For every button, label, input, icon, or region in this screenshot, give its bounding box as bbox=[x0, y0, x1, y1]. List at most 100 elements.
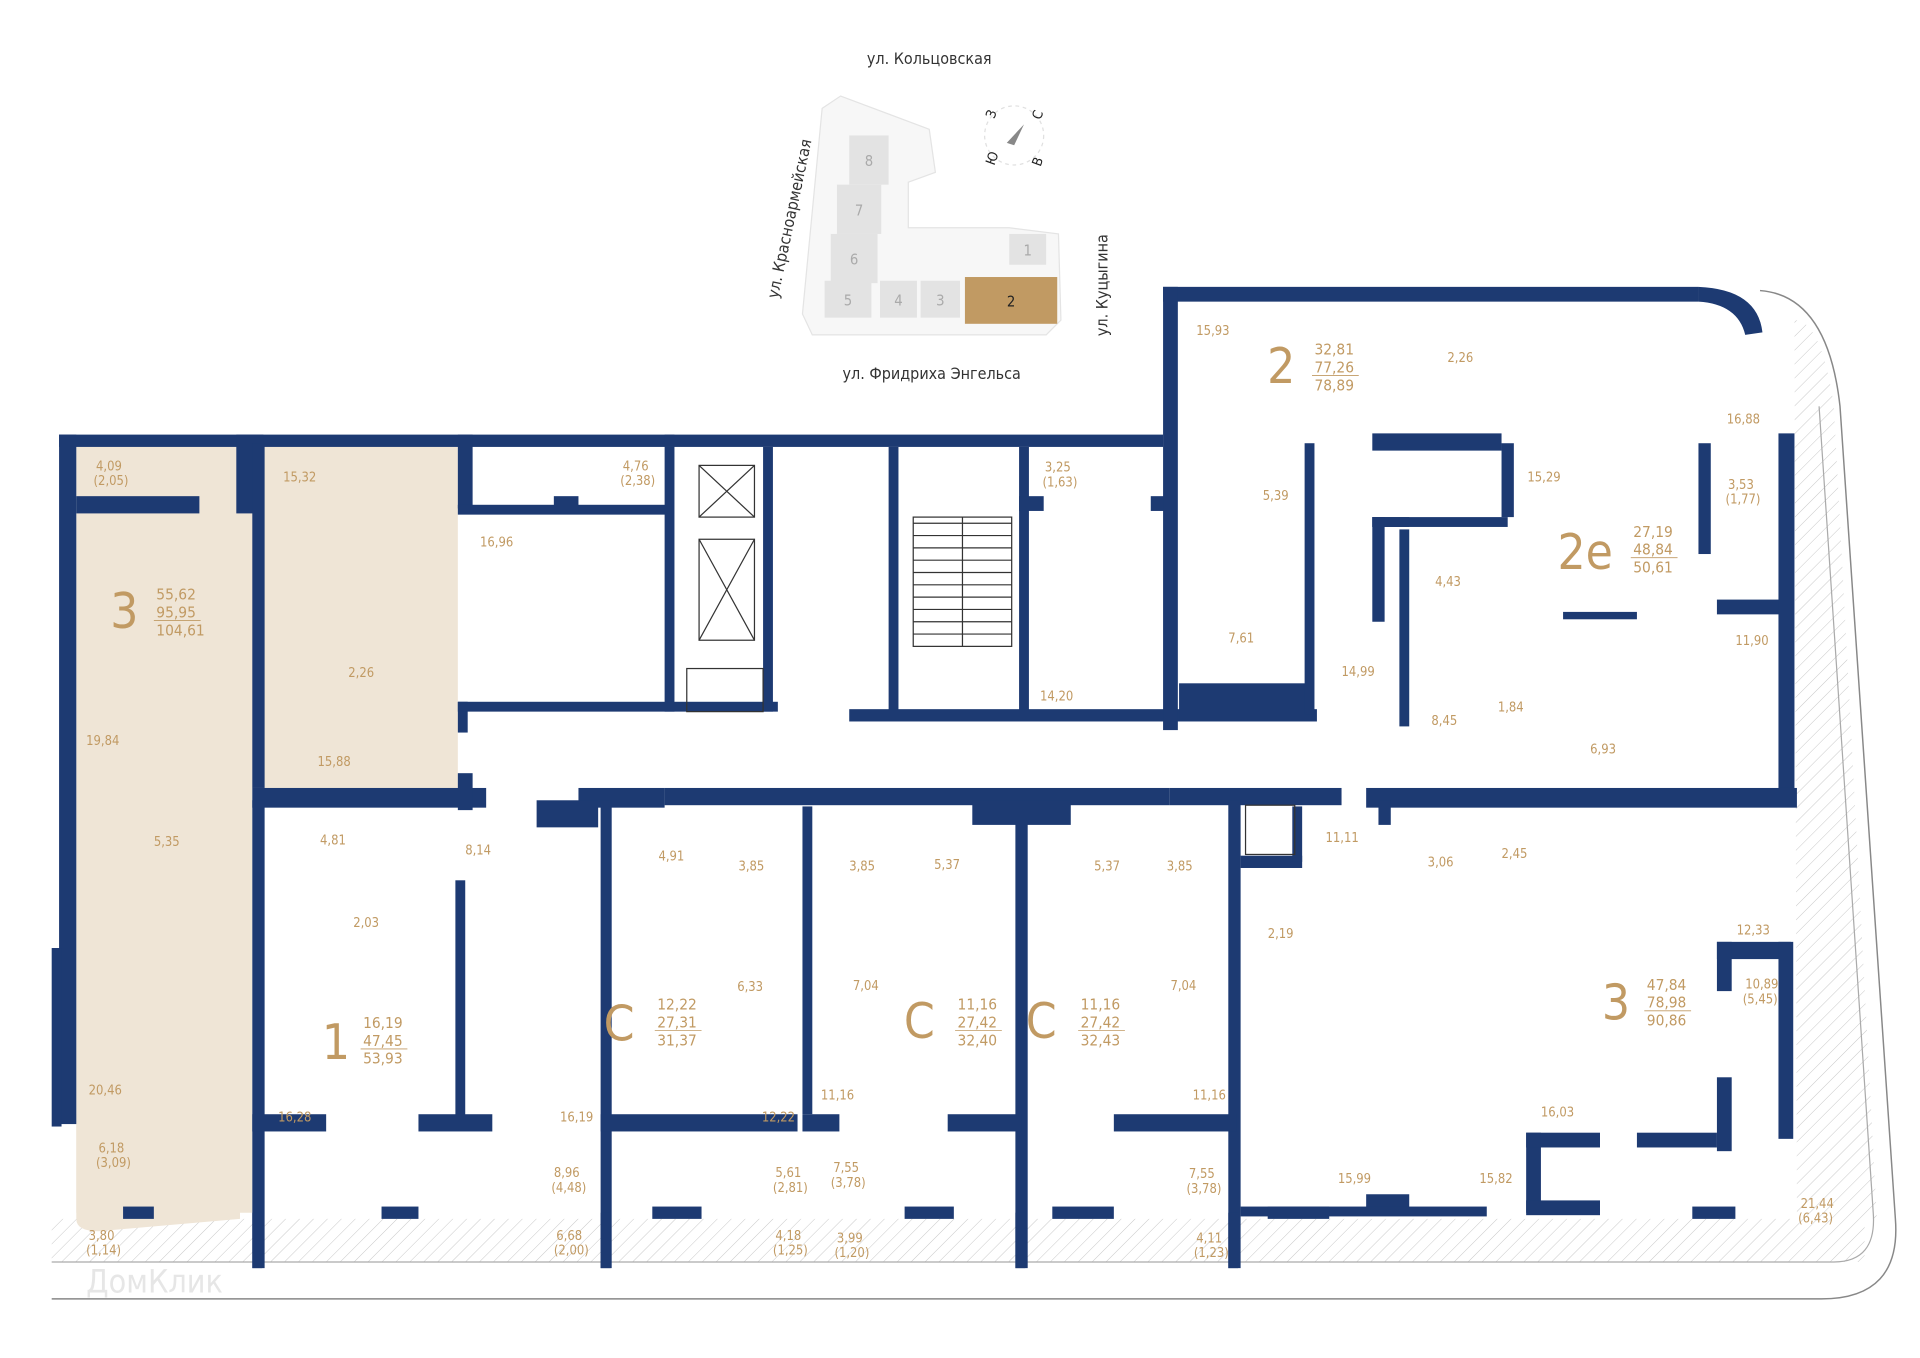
room-area: 11,16 bbox=[821, 1088, 854, 1103]
wall bbox=[600, 1212, 611, 1269]
wall bbox=[1163, 286, 1699, 302]
wall bbox=[1267, 1206, 1330, 1219]
wall bbox=[888, 446, 899, 712]
room-area-label: 21,44(6,43) bbox=[1798, 1197, 1834, 1227]
room-area-label: 12,33 bbox=[1737, 923, 1770, 938]
apartment-total: 47,45 bbox=[363, 1032, 403, 1050]
room-area: 15,99 bbox=[1338, 1172, 1371, 1187]
room-area-label: 3,85 bbox=[1167, 859, 1193, 874]
wall bbox=[652, 1206, 702, 1219]
room-area: 8,14 bbox=[465, 843, 491, 858]
room-area: 2,26 bbox=[1447, 351, 1473, 366]
room-area-label: 5,35 bbox=[154, 835, 180, 850]
wall bbox=[1372, 517, 1410, 527]
wall bbox=[536, 800, 599, 828]
room-area: 16,88 bbox=[1727, 413, 1760, 428]
wall bbox=[664, 787, 1170, 806]
room-area: 15,93 bbox=[1196, 324, 1229, 339]
wall bbox=[1240, 855, 1303, 868]
room-area-label: 3,99(1,20) bbox=[834, 1231, 869, 1261]
room-area-label: 4,81 bbox=[320, 834, 346, 849]
site-building-number: 5 bbox=[844, 292, 852, 309]
watermark: ДомКлик bbox=[86, 1263, 223, 1301]
room-area: 20,46 bbox=[89, 1084, 122, 1099]
room-area: 4,09 bbox=[96, 459, 122, 474]
wall bbox=[1698, 286, 1763, 335]
site-building-number: 1 bbox=[1023, 242, 1031, 259]
site-building-number: 7 bbox=[855, 202, 863, 219]
room-area-label: 14,20 bbox=[1040, 690, 1073, 705]
site-building-number: 3 bbox=[936, 292, 944, 309]
street-south-label: ул. Фридриха Энгельса bbox=[843, 364, 1021, 383]
room-area-label: 11,90 bbox=[1735, 634, 1768, 649]
room-area: 1,84 bbox=[1498, 701, 1524, 716]
compass-icon: З С Ю В bbox=[983, 105, 1047, 169]
room-area-label: 2,03 bbox=[353, 916, 379, 931]
site-building bbox=[880, 280, 917, 318]
room-area-label: 12,22 bbox=[762, 1111, 795, 1126]
apartment-total-with-balcony: 32,40 bbox=[958, 1031, 998, 1049]
wall bbox=[600, 1114, 798, 1132]
room-area-label: 4,43 bbox=[1435, 575, 1461, 590]
room-area: 7,04 bbox=[1170, 979, 1196, 994]
room-area: 8,45 bbox=[1431, 714, 1457, 729]
compass-west: З bbox=[983, 108, 1001, 121]
wall bbox=[1015, 806, 1028, 1269]
room-area-label: 16,88 bbox=[1727, 413, 1760, 428]
room-area: 10,89 bbox=[1745, 978, 1778, 993]
wall bbox=[252, 1114, 327, 1132]
room-area: 16,19 bbox=[560, 1111, 593, 1126]
wall bbox=[457, 701, 778, 712]
site-building bbox=[849, 135, 889, 185]
room-area: 5,37 bbox=[1094, 859, 1120, 874]
site-building-number: 2 bbox=[1007, 294, 1015, 311]
room-area-reduced: (1,25) bbox=[773, 1244, 808, 1259]
apartment-living: 27,19 bbox=[1633, 523, 1673, 541]
room-area-label: 4,76(2,38) bbox=[620, 459, 655, 489]
wall bbox=[1304, 443, 1315, 715]
room-area: 11,16 bbox=[1193, 1088, 1226, 1103]
room-area: 3,85 bbox=[849, 859, 875, 874]
room-area-label: 2,26 bbox=[1447, 351, 1473, 366]
room-area-label: 5,39 bbox=[1263, 489, 1289, 504]
room-area-label: 11,11 bbox=[1326, 831, 1359, 846]
room-area: 3,53 bbox=[1728, 478, 1754, 493]
wall bbox=[51, 948, 62, 1127]
apartment-rooms: 3 bbox=[110, 582, 138, 640]
wall bbox=[457, 434, 473, 509]
wall bbox=[600, 800, 612, 1269]
room-area-label: 1,84 bbox=[1498, 701, 1524, 716]
wall bbox=[76, 496, 200, 514]
room-area: 6,18 bbox=[98, 1141, 124, 1156]
apartment-total-with-balcony: 53,93 bbox=[363, 1050, 403, 1068]
room-area-reduced: (3,78) bbox=[1186, 1182, 1221, 1197]
wall bbox=[763, 446, 773, 712]
room-area-label: 20,46 bbox=[89, 1084, 122, 1099]
room-area-label: 3,06 bbox=[1428, 856, 1454, 871]
apartment-total: 27,42 bbox=[958, 1013, 998, 1031]
street-north-label: ул. Кольцовская bbox=[867, 49, 992, 68]
wall bbox=[1716, 1077, 1732, 1152]
room-area-label: 6,18(3,09) bbox=[96, 1141, 131, 1171]
wall bbox=[123, 1206, 154, 1219]
room-area-label: 4,18(1,25) bbox=[773, 1229, 808, 1259]
room-area: 7,55 bbox=[833, 1161, 859, 1176]
stairwell bbox=[686, 464, 1296, 856]
room-area: 8,96 bbox=[554, 1166, 580, 1181]
wall bbox=[1692, 1206, 1736, 1219]
room-area: 15,88 bbox=[318, 755, 351, 770]
room-area-label: 11,16 bbox=[821, 1088, 854, 1103]
room-area-label: 7,55(3,78) bbox=[831, 1161, 866, 1191]
room-area: 7,55 bbox=[1189, 1167, 1215, 1182]
room-area-label: 7,55(3,78) bbox=[1186, 1167, 1221, 1197]
wall bbox=[457, 701, 468, 733]
room-area: 14,20 bbox=[1040, 690, 1073, 705]
wall bbox=[972, 800, 1071, 825]
room-area: 3,06 bbox=[1428, 856, 1454, 871]
wall bbox=[802, 1114, 840, 1132]
